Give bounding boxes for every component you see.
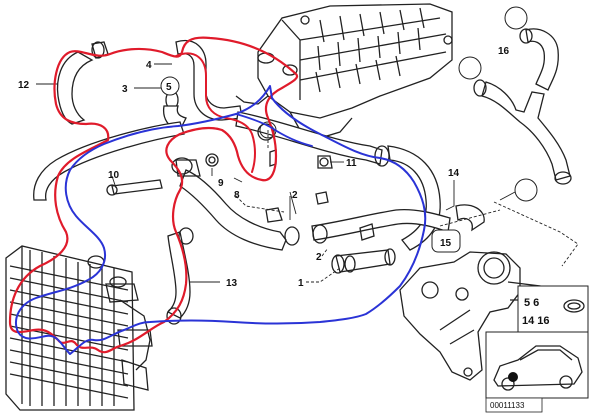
lower-hose-12 bbox=[166, 227, 194, 325]
callout-7: 8 bbox=[234, 190, 240, 201]
callout-11: 12 bbox=[18, 80, 30, 91]
callout-numbers: 12 3 4 5 10 9 8 2 11 14 13 2 1 16 15 bbox=[18, 46, 510, 289]
callout-10: 11 bbox=[346, 158, 357, 169]
callout-9: 10 bbox=[108, 170, 120, 181]
callout-8: 9 bbox=[218, 178, 224, 189]
engine-location-marker bbox=[508, 372, 518, 382]
kit-row-1: 5 6 bbox=[524, 297, 539, 309]
callout-13: 14 bbox=[448, 168, 460, 179]
callout-2-upper: 2 bbox=[292, 190, 298, 201]
callout-5: 5 bbox=[166, 82, 172, 93]
leader-lines bbox=[36, 63, 579, 283]
callout-4: 4 bbox=[146, 60, 152, 71]
clamp-kit-box: 5 6 14 16 bbox=[517, 285, 589, 333]
car-locator-inset: 00011133 bbox=[485, 331, 589, 413]
blue-inner-marking bbox=[235, 113, 313, 147]
callout-14: 15 bbox=[440, 238, 452, 249]
callout-circles bbox=[160, 6, 538, 253]
pipe-1-2 bbox=[331, 223, 396, 274]
reference-code: 00011133 bbox=[490, 401, 525, 410]
callout-2-lower: 2 bbox=[316, 252, 322, 263]
red-secondary-marking bbox=[175, 52, 256, 173]
callout-3: 3 bbox=[122, 84, 128, 95]
callout-12: 13 bbox=[226, 278, 238, 289]
cylinder-head bbox=[235, 3, 453, 139]
kit-row-2: 14 16 bbox=[522, 315, 550, 327]
red-coolant-route-marking bbox=[8, 36, 299, 354]
hose-15 bbox=[473, 28, 572, 185]
callout-15: 16 bbox=[498, 46, 510, 57]
callout-1: 1 bbox=[298, 278, 304, 289]
blue-coolant-route-marking bbox=[15, 85, 427, 355]
hose-7-assembly bbox=[171, 157, 485, 251]
